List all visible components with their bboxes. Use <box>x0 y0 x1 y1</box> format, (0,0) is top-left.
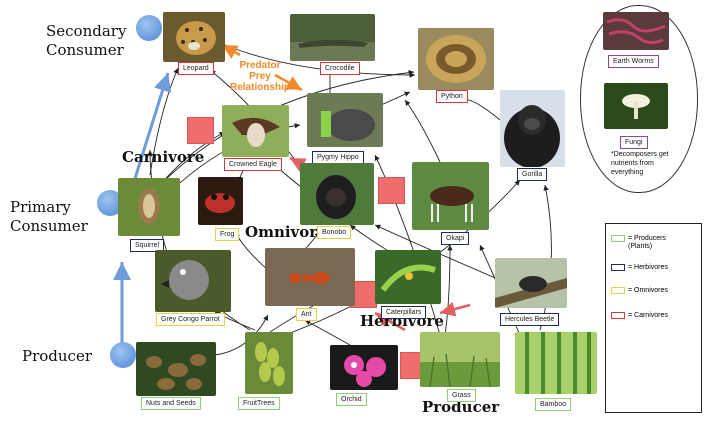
fruit-trees-photo <box>245 332 293 394</box>
python-photo <box>418 28 494 90</box>
arrow-relationship-leopard <box>221 43 241 59</box>
okapi-photo <box>412 162 489 230</box>
frog-photo <box>198 177 243 225</box>
role-carnivore: Carnivore <box>122 148 205 166</box>
legend-omnivores-swatch <box>611 287 625 294</box>
squirrel-photo <box>118 178 180 236</box>
level-marker-producer <box>110 342 136 368</box>
bamboo-label: Bamboo <box>535 398 572 411</box>
nuts-and-seeds-label: Nuts and Seeds <box>141 397 201 410</box>
hercules-beetle-photo <box>495 258 567 308</box>
level-secondary-consumer: Secondary Consumer <box>46 22 127 59</box>
legend-herbivores: = Herbivores <box>611 264 668 272</box>
legend-carnivores-text: = Carnivores <box>628 312 668 319</box>
caterpillars-label: Caterpillars <box>381 306 427 319</box>
gorilla-photo <box>500 90 565 167</box>
arrow-red-grass-caterpillar <box>439 301 471 317</box>
legend-herbivores-text: = Herbivores <box>628 264 668 271</box>
crowned-eagle-photo <box>222 105 289 157</box>
arrow-grass-okapi <box>444 244 453 336</box>
pygmy-hippo-photo <box>307 93 383 147</box>
grey-congo-parrot-photo <box>155 250 231 312</box>
grey-congo-parrot-label: Grey Congo Parrot <box>156 313 225 326</box>
role-marker-omnivore <box>378 177 405 204</box>
arrow-red-caterpillar-bonobo <box>374 311 406 332</box>
grass-label: Grass <box>447 389 476 402</box>
arrow-okapi-python <box>404 99 441 163</box>
level-primary-consumer: Primary Consumer <box>10 198 88 235</box>
arrow-level-primary-secondary <box>131 72 172 186</box>
gorilla-label: Gorilla <box>517 168 548 181</box>
arrow-orchid-ant <box>304 319 351 346</box>
frog-label: Frog <box>215 228 240 241</box>
legend-producers-swatch <box>611 235 625 242</box>
bonobo-label: Bonobo <box>317 226 352 239</box>
caterpillars-photo <box>375 250 441 304</box>
crocodile-photo <box>290 14 375 61</box>
bamboo-photo <box>515 332 597 394</box>
nuts-and-seeds-photo <box>136 342 216 396</box>
crowned-eagle-label: Crowned Eagle <box>224 158 282 171</box>
role-marker-carnivore <box>187 117 214 144</box>
grass-photo <box>420 332 500 387</box>
legend-producers: = Producers (Plants) <box>611 235 690 251</box>
leopard-photo <box>163 12 225 62</box>
legend-carnivores-swatch <box>611 312 625 319</box>
arrow-relationship-hippo <box>274 73 303 92</box>
role-omnivore: Omnivore <box>245 223 327 241</box>
earth-worms-photo <box>603 12 669 50</box>
legend-carnivores: = Carnivores <box>611 312 668 320</box>
ant-photo <box>265 248 355 306</box>
level-producer: Producer <box>22 347 93 365</box>
okapi-label: Okapi <box>441 232 470 245</box>
orchid-label: Orchid <box>336 393 367 406</box>
decomposers-group <box>580 5 698 193</box>
legend-producers-text: = Producers (Plants) <box>628 235 666 250</box>
predator-prey-relationship-label: Predator Prey Relationship <box>229 60 290 93</box>
python-label: Python <box>436 90 468 103</box>
legend-herbivores-swatch <box>611 264 625 271</box>
squirrel-label: Squirrel <box>130 239 165 252</box>
arrow-grass-hippo <box>374 154 441 336</box>
fungi-photo <box>604 83 668 129</box>
arrow-leopard-python <box>224 44 416 78</box>
role-producer: Producer <box>422 398 500 416</box>
orchid-photo <box>330 345 398 390</box>
legend: = Producers (Plants) = Herbivores = Omni… <box>605 223 702 413</box>
arrow-squirrel-leopard <box>149 67 179 176</box>
fungi-label: Fungi <box>620 136 648 149</box>
hercules-beetle-label: Hercules Beetle <box>500 313 560 326</box>
ant-label: Ant <box>296 308 317 321</box>
bonobo-photo <box>300 163 374 225</box>
earth-worms-label: Earth Worms <box>608 55 659 68</box>
leopard-label: Leopard <box>178 62 214 75</box>
crocodile-label: Crocodile <box>320 62 360 75</box>
legend-omnivores-text: = Omnivores <box>628 287 668 294</box>
fruit-trees-label: FruitTrees <box>238 397 280 410</box>
level-marker-secondary <box>136 15 162 41</box>
legend-omnivores: = Omnivores <box>611 287 668 295</box>
decomposer-note: *Decomposers get nutrients from everythi… <box>611 151 669 176</box>
